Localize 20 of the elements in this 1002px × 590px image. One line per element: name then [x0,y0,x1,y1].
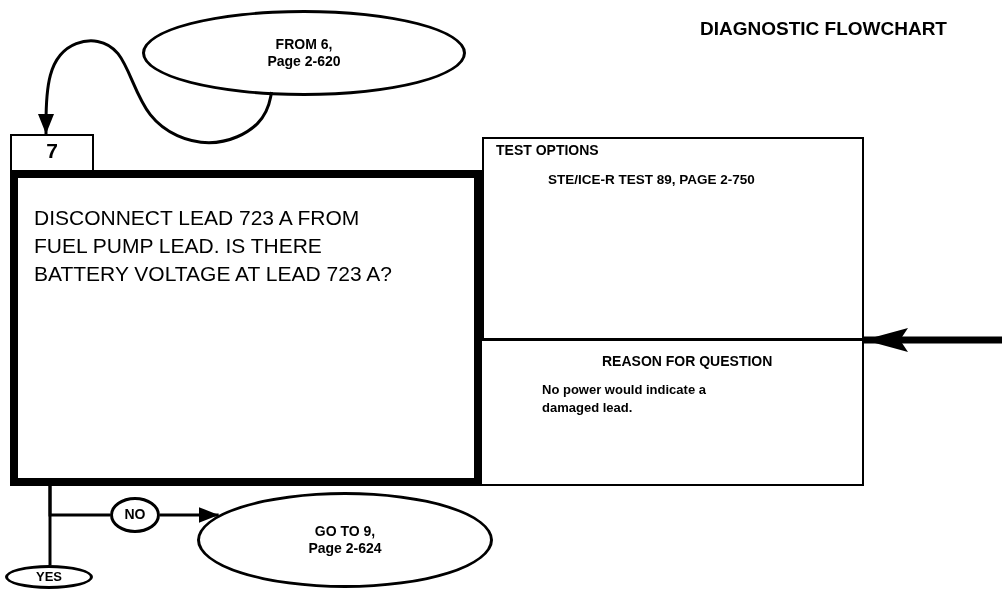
arrow [160,507,219,523]
reason-text: No power would indicate a damaged lead. [542,381,707,418]
arrow [38,39,274,145]
connector-label: GO TO 9, Page 2-624 [307,522,383,558]
connector-label: NO [124,506,146,524]
panel-heading: REASON FOR QUESTION [602,353,774,369]
connector-label: YES [36,568,62,586]
step-number-tab [10,134,94,173]
question-box [10,170,482,486]
reason-panel [482,338,864,486]
diagram-title: DIAGNOSTIC FLOWCHART [700,18,947,40]
connector-line [48,486,52,565]
test-option-text: STE/ICE-R TEST 89, PAGE 2-750 [548,172,756,187]
connector-label: FROM 6, Page 2-620 [266,35,342,71]
step-number: 7 [45,139,59,163]
arrow [864,328,1002,352]
answer-circle [110,497,160,533]
panel-heading: TEST OPTIONS [496,142,600,158]
question-text: DISCONNECT LEAD 723 A FROM FUEL PUMP LEAD. IS THERE BATTERY VOLTAGE AT LEAD 723 A? [34,205,393,287]
test-options-panel [482,137,864,340]
